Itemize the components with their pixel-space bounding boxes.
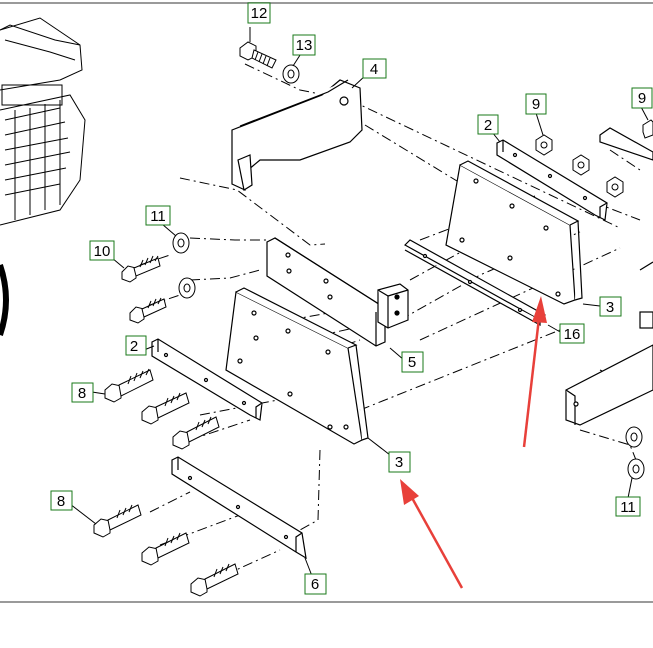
svg-text:16: 16 <box>564 326 581 343</box>
svg-text:12: 12 <box>251 5 268 22</box>
callout-4: 4 <box>362 58 387 79</box>
svg-text:5: 5 <box>408 354 416 371</box>
svg-text:11: 11 <box>620 499 636 516</box>
svg-text:2: 2 <box>130 338 138 355</box>
callout-16: 16 <box>559 323 585 344</box>
callout-2-left: 2 <box>125 335 147 356</box>
svg-text:2: 2 <box>484 117 492 134</box>
bar-2-front <box>151 338 263 421</box>
svg-text:13: 13 <box>296 37 313 54</box>
bolt-8a <box>104 368 154 403</box>
plate-3-back <box>445 160 583 305</box>
bar-2-back <box>496 139 608 221</box>
callout-8-lower: 8 <box>50 490 73 511</box>
block-5-end <box>377 283 409 329</box>
bolt-8b <box>141 392 190 425</box>
bar-6 <box>171 456 307 560</box>
machine-thumbnail <box>0 17 86 336</box>
bolt-12 <box>239 41 277 69</box>
washer-11b <box>625 426 645 480</box>
svg-text:3: 3 <box>395 454 403 471</box>
bracket-4 <box>231 79 363 191</box>
nuts-9 <box>535 119 653 198</box>
callout-12: 12 <box>247 2 271 24</box>
bolt-10b <box>129 297 167 324</box>
bar-16 <box>404 239 546 327</box>
diagram-frame <box>0 2 653 603</box>
svg-text:9: 9 <box>532 96 540 113</box>
callout-9-right: 9 <box>631 87 653 109</box>
svg-text:9: 9 <box>638 90 646 107</box>
red-arrow-up <box>522 296 547 448</box>
plate-3-front <box>225 287 369 445</box>
svg-text:6: 6 <box>311 576 319 593</box>
svg-text:4: 4 <box>370 61 378 78</box>
svg-text:10: 10 <box>94 243 111 260</box>
callout-3-center: 3 <box>388 451 411 473</box>
callout-11-right: 11 <box>615 496 641 517</box>
washer-11a <box>172 232 196 299</box>
callout-2-top: 2 <box>477 114 499 135</box>
callout-8-upper: 8 <box>71 382 94 403</box>
callout-11-left: 11 <box>145 205 171 226</box>
callout-13: 13 <box>292 34 316 56</box>
svg-text:11: 11 <box>150 208 166 225</box>
plate-5 <box>266 237 386 347</box>
bolt-8d <box>93 504 142 538</box>
svg-text:8: 8 <box>57 493 65 510</box>
callout-6: 6 <box>304 573 327 595</box>
red-arrow-diagonal <box>400 479 464 589</box>
svg-text:3: 3 <box>606 299 614 316</box>
washer-13 <box>282 64 300 84</box>
callout-5: 5 <box>401 351 424 373</box>
callout-10: 10 <box>89 240 115 261</box>
bolt-8c <box>172 416 220 450</box>
bolt-10 <box>121 255 161 283</box>
callout-9-left: 9 <box>525 93 547 115</box>
bolt-8f <box>190 563 239 597</box>
bolt-8e <box>141 532 190 566</box>
callout-3-right: 3 <box>599 296 622 317</box>
svg-text:8: 8 <box>78 385 86 402</box>
plate-right-partial <box>565 127 653 426</box>
